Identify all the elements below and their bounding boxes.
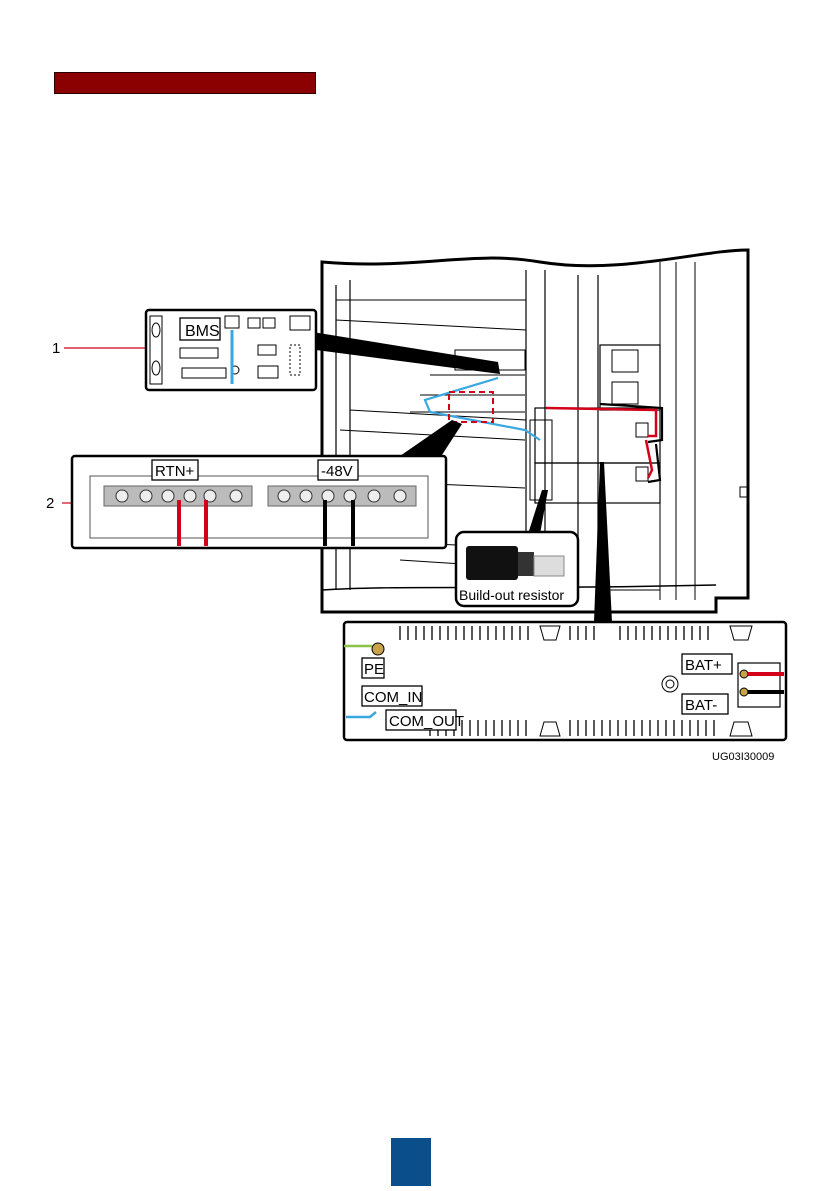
callout-number: 2 [46, 495, 54, 512]
pe-label: PE [364, 661, 384, 678]
page-number [391, 1138, 431, 1186]
callout-number: 1 [52, 340, 60, 357]
build-out-resistor-callout: Build-out resistor [456, 532, 578, 606]
build-out-resistor-label: Build-out resistor [459, 587, 564, 603]
minus-48v-label: -48V [321, 463, 353, 480]
bat-plus-label: BAT+ [685, 657, 722, 674]
bms-label: BMS [185, 323, 220, 340]
callout-1: 1 [52, 340, 151, 357]
com-in-label: COM_IN [364, 689, 422, 706]
battery-panel: PE COM_IN COM_OUT BAT+ BAT- [344, 622, 786, 740]
com-out-label: COM_OUT [389, 713, 464, 730]
busbar-panel: RTN+ -48V [72, 456, 446, 548]
bat-minus-label: BAT- [685, 697, 717, 714]
rtn-plus-label: RTN+ [155, 463, 195, 480]
figure-code: UG03I30009 [712, 751, 774, 763]
bms-panel: BMS [146, 310, 316, 390]
